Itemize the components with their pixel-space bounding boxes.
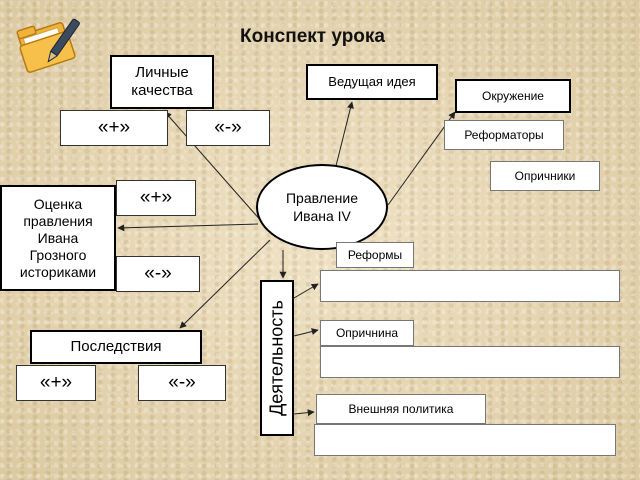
- reforms-label-box: Реформы: [336, 242, 414, 268]
- consequences-minus-box: «-»: [138, 365, 226, 401]
- activity-label: Деятельность: [266, 300, 287, 416]
- evaluation-minus-box: «-»: [116, 256, 200, 292]
- arrow-to-consequences: [179, 239, 271, 329]
- arrow-to-leading-idea: [335, 101, 354, 167]
- personal-qualities-box: Личные качества: [110, 55, 214, 109]
- foreign-policy-answer-field: [314, 424, 616, 456]
- leading-idea-box: Ведущая идея: [306, 64, 438, 100]
- activity-box: Деятельность: [260, 280, 294, 436]
- personal-qualities-plus-box: «+»: [60, 110, 168, 146]
- consequences-box: Последствия: [30, 330, 202, 364]
- arrow-to-reforms: [293, 283, 319, 299]
- oprichnina-label-box: Опричнина: [320, 320, 414, 346]
- reformers-box: Реформаторы: [444, 120, 564, 150]
- evaluation-plus-box: «+»: [116, 180, 196, 216]
- personal-qualities-minus-box: «-»: [186, 110, 270, 146]
- historians-evaluation-box: Оценка правления Ивана Грозного историка…: [0, 185, 116, 291]
- oprichnina-answer-field: [320, 346, 620, 378]
- oprichniki-box: Опричники: [490, 161, 600, 191]
- page-title: Конспект урока: [240, 26, 385, 47]
- arrow-to-oprichnina: [293, 328, 319, 337]
- foreign-policy-label-box: Внешняя политика: [316, 394, 486, 424]
- arrow-to-foreign-policy: [293, 409, 315, 417]
- consequences-plus-box: «+»: [16, 365, 96, 401]
- folder-with-pen-icon: [16, 18, 80, 73]
- central-topic: Правление Ивана IV: [256, 164, 388, 250]
- environment-box: Окружение: [455, 79, 571, 113]
- arrow-to-environment: [387, 111, 456, 206]
- arrow-to-evaluation: [117, 223, 259, 232]
- reforms-answer-field: [320, 270, 620, 302]
- arrow-to-personal-qualities: [164, 111, 263, 223]
